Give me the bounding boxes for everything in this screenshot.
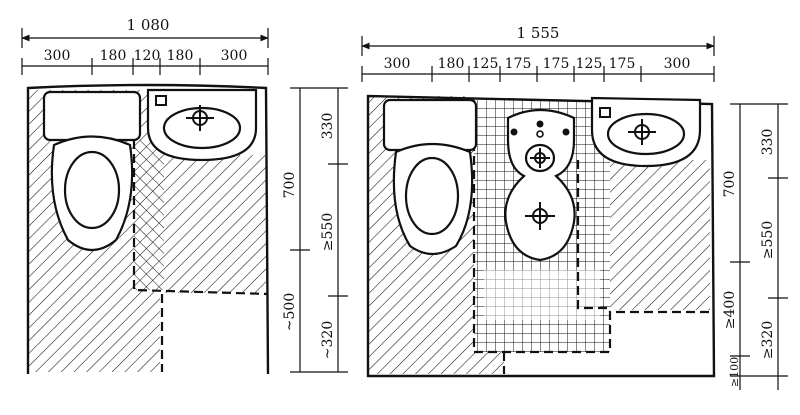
right-dim-320: ≥320 — [760, 321, 776, 359]
right-dim-700: 700 — [722, 171, 738, 198]
right-dim-400: ≥400 — [722, 291, 738, 329]
right-clearance-outline — [472, 100, 714, 354]
right-clear-floor — [610, 310, 714, 374]
left-dim-500: ~500 — [282, 293, 298, 331]
right-bidet — [504, 108, 576, 262]
left-overall-width-label: 1 080 — [127, 16, 170, 34]
right-overall-width-dim: 1 555 — [361, 24, 715, 56]
left-segment-2: 180 — [100, 48, 127, 64]
right-room-walls — [366, 94, 716, 378]
left-dim-320: ~320 — [320, 321, 336, 359]
right-vertical-dims: 700 330 ≥550 ≥400 ≥320 ≥100 — [722, 103, 788, 390]
left-segment-4: 180 — [167, 48, 194, 64]
right-dim-330: 330 — [760, 129, 776, 156]
right-segment-3: 125 — [472, 56, 499, 72]
left-dim-550: ≥550 — [320, 213, 336, 251]
right-hatch-sink-zone — [604, 160, 710, 310]
right-dim-550: ≥550 — [760, 221, 776, 259]
right-plan: 1 555 300 180 125 175 175 125 175 300 — [361, 24, 788, 390]
left-crosshatch-zone — [134, 140, 164, 290]
left-segment-1: 300 — [44, 48, 71, 64]
right-segment-7: 175 — [609, 56, 636, 72]
right-segment-1: 300 — [384, 56, 411, 72]
left-dim-330: 330 — [320, 113, 336, 140]
right-segment-dims: 300 180 125 175 175 125 175 300 — [361, 56, 715, 82]
left-hatch-sink-zone — [160, 155, 266, 293]
right-dim-100: ≥100 — [728, 357, 741, 387]
right-sink — [590, 96, 702, 168]
left-dim-700: 700 — [282, 172, 298, 199]
left-clearance-outline — [132, 140, 269, 296]
right-toilet — [382, 98, 478, 256]
left-overall-width-dim: 1 080 — [21, 16, 269, 48]
left-segment-dims: 300 180 120 180 300 — [21, 48, 269, 75]
right-clearance-inner — [576, 160, 610, 310]
left-vertical-dims: 700 330 ≥550 ~500 ~320 — [282, 87, 348, 373]
right-overall-width-label: 1 555 — [517, 24, 560, 42]
right-grid-fade — [484, 270, 600, 320]
left-toilet — [42, 90, 142, 252]
right-segment-5: 175 — [543, 56, 570, 72]
left-plan: 1 080 300 180 120 180 300 — [21, 16, 348, 375]
left-segment-3: 120 — [134, 48, 161, 64]
right-segment-8: 300 — [664, 56, 691, 72]
left-sink — [146, 88, 258, 162]
right-segment-6: 125 — [576, 56, 603, 72]
left-clear-floor — [160, 295, 268, 373]
right-segment-2: 180 — [438, 56, 465, 72]
left-room-walls — [26, 83, 270, 375]
left-segment-5: 300 — [221, 48, 248, 64]
right-segment-4: 175 — [505, 56, 532, 72]
